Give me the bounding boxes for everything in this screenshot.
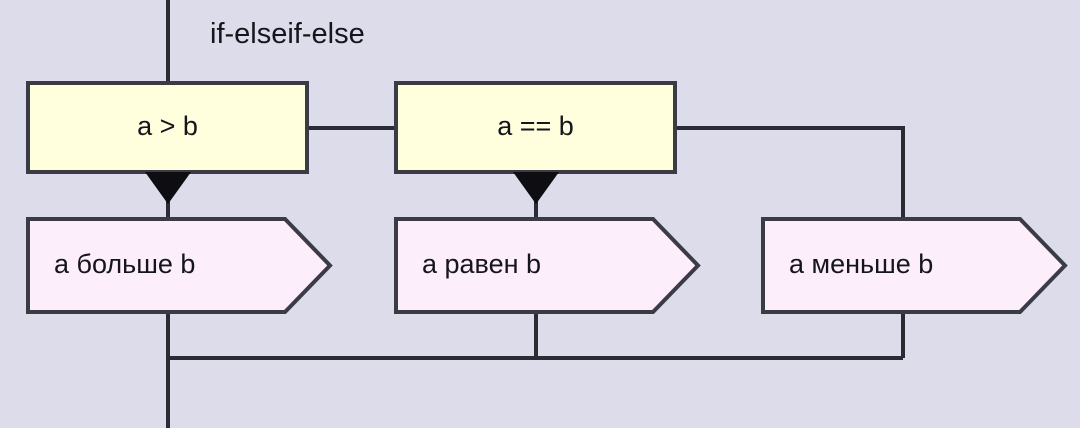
output-shape-a-equal-b[interactable] — [394, 217, 701, 314]
output-shape-a-less-b[interactable] — [761, 217, 1068, 314]
diagram-title: if-elseif-else — [210, 18, 365, 50]
output-shape-a-greater-b[interactable] — [26, 217, 333, 314]
arrowhead-group — [145, 172, 559, 204]
arrowhead-into-output-a-equal-b — [513, 172, 559, 204]
arrowhead-into-output-a-greater-b — [145, 172, 191, 204]
decision-shape-a-greater-b[interactable] — [26, 81, 309, 174]
edge-group — [166, 0, 905, 428]
decision-shape-a-equal-b[interactable] — [394, 81, 677, 174]
output-shape-group — [26, 217, 1068, 314]
